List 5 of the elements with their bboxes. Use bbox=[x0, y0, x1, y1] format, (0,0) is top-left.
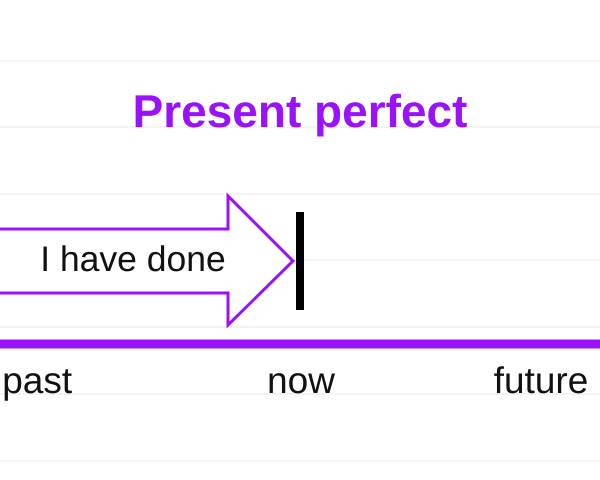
time-label: past bbox=[4, 369, 72, 401]
time-label: now bbox=[270, 373, 335, 394]
time-label: future bbox=[494, 366, 587, 394]
node-label: I have done bbox=[44, 245, 224, 272]
title: Present perfect bbox=[136, 94, 467, 137]
